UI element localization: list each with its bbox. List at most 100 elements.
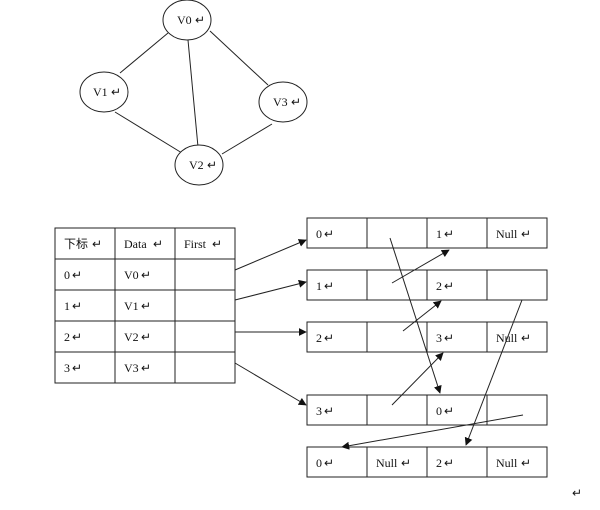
arrow-link — [341, 414, 524, 450]
table-cell — [174, 258, 236, 291]
edge-cell — [306, 269, 368, 301]
edge-cell — [306, 217, 368, 249]
paragraph-mark: ↵ — [324, 227, 334, 241]
paragraph-mark: ↵ — [111, 85, 121, 99]
edge-node-4: 0 Null 2 Null ↵ ↵ ↵ ↵ — [306, 446, 548, 478]
edge-node-0: 0 1 Null ↵ ↵ ↵ — [306, 217, 548, 249]
cell-index: 2 — [64, 330, 70, 344]
edge-value: 3 — [436, 331, 442, 345]
cell-index: 0 — [64, 268, 70, 282]
edge-cell — [486, 321, 548, 353]
paragraph-mark: ↵ — [141, 330, 151, 344]
graph-edges — [114, 30, 273, 155]
edge-value: 2 — [436, 279, 442, 293]
paragraph-mark: ↵ — [72, 361, 82, 375]
arrow-link — [402, 300, 442, 332]
edge-cell — [306, 321, 368, 353]
paragraph-mark: ↵ — [92, 237, 102, 251]
node-ellipse — [258, 81, 308, 123]
edge-value: 0 — [316, 456, 322, 470]
cell-index: 3 — [64, 361, 70, 375]
paragraph-mark: ↵ — [141, 361, 151, 375]
table-row: 1 V1 ↵ ↵ — [54, 289, 236, 322]
paragraph-mark: ↵ — [324, 279, 334, 293]
paragraph-mark: ↵ — [72, 299, 82, 313]
paragraph-mark: ↵ — [212, 237, 222, 251]
paragraph-mark: ↵ — [521, 456, 531, 470]
edge-cell — [426, 217, 488, 249]
edge-v0-v1 — [119, 32, 169, 74]
paragraph-mark: ↵ — [444, 227, 454, 241]
paragraph-mark: ↵ — [141, 268, 151, 282]
node-label: V1 — [93, 85, 108, 99]
arrow-link — [391, 249, 450, 284]
header-data: Data — [124, 237, 147, 251]
edge-cell — [426, 269, 488, 301]
arrow-link — [464, 299, 523, 446]
table-row: 2 V2 ↵ ↵ — [54, 320, 236, 353]
vertex-table: 下标 Data First ↵ ↵ ↵ 0 V0 ↵ ↵ 1 V1 ↵ ↵ — [54, 227, 236, 384]
node-ellipse — [174, 144, 224, 186]
edge-cell — [366, 446, 428, 478]
arrow-link — [389, 237, 442, 394]
header-first: First — [184, 237, 207, 251]
table-cell — [54, 289, 116, 322]
paragraph-mark: ↵ — [324, 456, 334, 470]
edge-node-2: 2 3 Null ↵ ↵ ↵ — [306, 321, 548, 353]
graph-node-v1: V1 ↵ — [79, 71, 129, 113]
paragraph-mark: ↵ — [401, 456, 411, 470]
paragraph-mark: ↵ — [444, 331, 454, 345]
edge-v0-v3 — [209, 30, 269, 86]
edge-v2-v3 — [221, 123, 273, 155]
paragraph-mark: ↵ — [207, 158, 217, 172]
graph-node-v0: V0 ↵ — [162, 0, 212, 41]
paragraph-mark: ↵ — [324, 331, 334, 345]
table-row: 0 V0 ↵ ↵ — [54, 258, 236, 291]
edge-value: 1 — [316, 279, 322, 293]
paragraph-mark: ↵ — [444, 279, 454, 293]
arrow-first-0 — [234, 239, 307, 271]
edge-value: Null — [496, 456, 518, 470]
table-row: 3 V3 ↵ ↵ — [54, 351, 236, 384]
link-arrows — [341, 237, 524, 450]
cell-data: V3 — [124, 361, 139, 375]
table-cell — [54, 351, 116, 384]
cell-index: 1 — [64, 299, 70, 313]
paragraph-mark: ↵ — [521, 227, 531, 241]
graph-node-v2: V2 ↵ — [174, 144, 224, 186]
first-pointer-arrows — [234, 239, 307, 406]
arrow-first-3 — [234, 362, 307, 406]
paragraph-mark: ↵ — [141, 299, 151, 313]
header-index: 下标 — [64, 237, 88, 251]
table-header-cell — [54, 227, 116, 260]
cell-data: V2 — [124, 330, 139, 344]
edge-cell — [306, 446, 368, 478]
table-cell — [114, 351, 176, 384]
edge-cell — [486, 269, 548, 301]
paragraph-mark: ↵ — [444, 456, 454, 470]
trailing-paragraph-mark: ↵ — [572, 486, 582, 500]
paragraph-mark: ↵ — [324, 404, 334, 418]
table-cell — [174, 320, 236, 353]
paragraph-mark: ↵ — [195, 13, 205, 27]
arrow-first-1 — [234, 279, 307, 301]
node-label: V0 — [177, 13, 192, 27]
edge-value: 0 — [436, 404, 442, 418]
table-cell — [174, 351, 236, 384]
edge-cell — [486, 217, 548, 249]
edge-value: 0 — [316, 227, 322, 241]
edge-v1-v2 — [114, 111, 183, 154]
paragraph-mark: ↵ — [444, 404, 454, 418]
edge-cell — [366, 217, 428, 249]
arrow-link — [391, 352, 444, 406]
edge-value: 2 — [316, 331, 322, 345]
edge-value: 2 — [436, 456, 442, 470]
node-label: V2 — [189, 158, 204, 172]
table-cell — [114, 289, 176, 322]
paragraph-mark: ↵ — [153, 237, 163, 251]
edge-cell — [366, 269, 428, 301]
paragraph-mark: ↵ — [72, 268, 82, 282]
edge-cell — [306, 394, 368, 426]
edge-node-1: 1 2 ↵ ↵ — [306, 269, 548, 301]
